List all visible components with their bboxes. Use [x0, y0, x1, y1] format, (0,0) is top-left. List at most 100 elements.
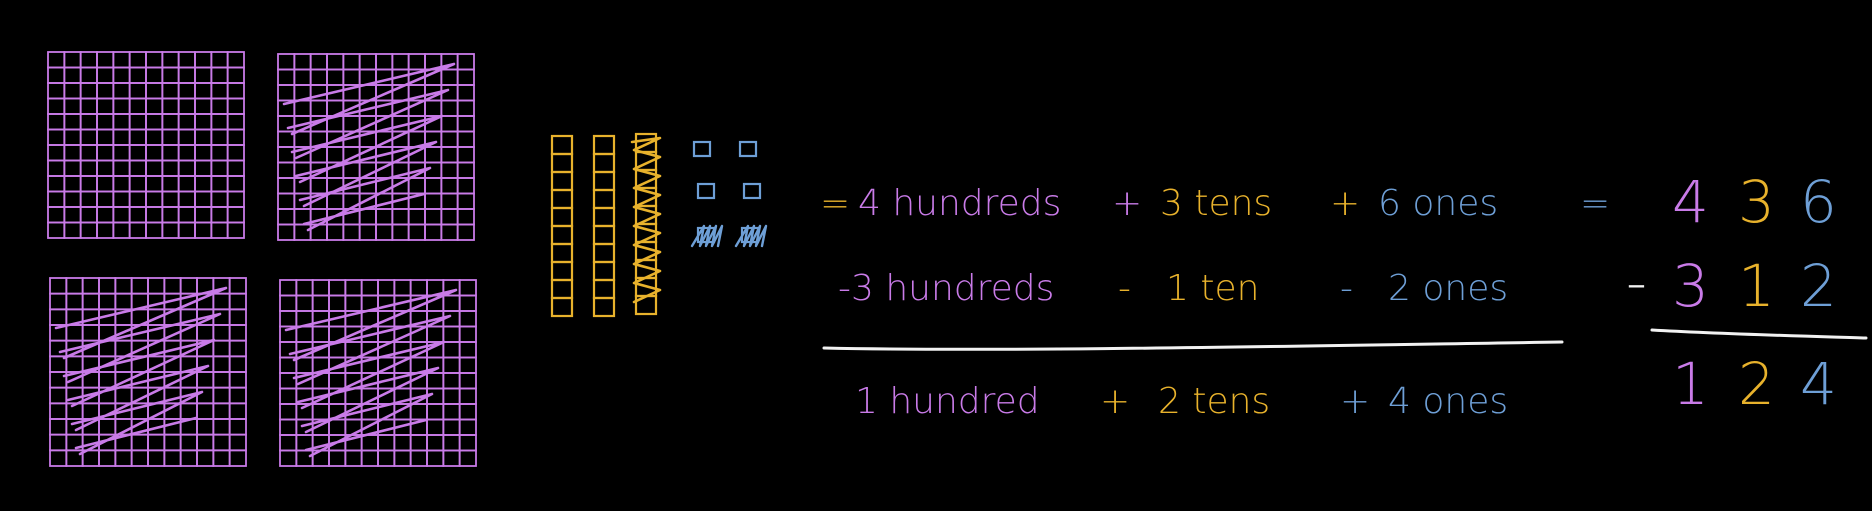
hundreds-grid-cell — [458, 387, 477, 405]
hundreds-grid-cell — [194, 128, 213, 146]
row1-ones: 6 ones — [1378, 183, 1498, 224]
tens-rod-unit — [550, 206, 574, 228]
hundreds-grid-cell — [112, 97, 131, 115]
hundreds-grid-cell — [442, 449, 461, 467]
row1-equals-prefix: = — [820, 183, 850, 224]
hundreds-grid-cell — [458, 356, 477, 374]
hundreds-grid-cell — [456, 53, 475, 71]
hundreds-grid-cell — [63, 221, 82, 239]
hundreds-grid-cell — [426, 403, 445, 421]
hundreds-grid-cell — [65, 355, 84, 373]
ones-cube — [742, 182, 762, 200]
hundreds-grid-cell — [79, 97, 98, 115]
hundreds-grid-cell — [47, 66, 66, 84]
hundreds-grid-cell — [161, 66, 180, 84]
hundreds-grid-cell — [375, 208, 394, 226]
hundreds-grid-cell — [309, 99, 328, 117]
hundreds-grid-cell — [128, 159, 147, 177]
hundreds-grid-cell — [440, 146, 459, 164]
tens-rod-unit — [550, 152, 574, 174]
hundreds-grid-cell — [440, 177, 459, 195]
hundreds-grid-cell — [424, 192, 443, 210]
hundreds-grid-cell — [96, 97, 115, 115]
hundreds-grid-cell — [145, 97, 164, 115]
hundreds-grid-cell — [326, 192, 345, 210]
hundreds-grid-cell — [279, 310, 298, 328]
hundreds-grid-cell — [147, 433, 166, 452]
hundreds-grid-cell — [128, 206, 147, 224]
hundreds-grid-cell — [277, 161, 296, 179]
hundreds-grid-cell — [342, 223, 361, 241]
hundreds-grid-cell — [161, 159, 180, 177]
hundreds-grid-cell — [309, 68, 328, 86]
hundreds-grid-cell — [293, 130, 312, 148]
hundreds-grid-cell — [424, 223, 443, 241]
ones-cross-out-scribble — [734, 224, 768, 248]
hundreds-grid-cell — [145, 82, 164, 100]
hundreds-grid-cell — [456, 161, 475, 179]
hundreds-grid-cell — [442, 387, 461, 405]
top-ones-digit: 6 — [1800, 168, 1837, 236]
hundreds-grid-cell — [47, 221, 66, 239]
hundreds-grid-cell — [177, 97, 196, 115]
hundreds-grid-cell — [328, 279, 347, 297]
hundreds-grid-cell — [393, 434, 412, 452]
hundreds-grid-cell — [226, 113, 245, 131]
hundreds-grid-cell — [212, 339, 231, 358]
hundreds-grid-cell — [391, 223, 410, 241]
tens-rod-unit — [592, 242, 616, 264]
hundreds-grid-cell — [442, 418, 461, 436]
hundreds-grid-cell — [226, 221, 245, 239]
hundreds-grid-cell — [128, 190, 147, 208]
hundreds-grid-cell — [407, 53, 426, 71]
hundreds-grid-cell — [112, 221, 131, 239]
hundreds-grid-cell — [177, 159, 196, 177]
row2-tens: 1 ten — [1166, 268, 1259, 309]
hundreds-grid-cell — [279, 372, 298, 390]
hundreds-grid-cell — [440, 161, 459, 179]
hundreds-grid-cell — [63, 144, 82, 162]
hundreds-grid-cell — [210, 159, 229, 177]
hundreds-grid-cell — [145, 51, 164, 69]
hundreds-grid-cell — [210, 113, 229, 131]
hundreds-grid-cell — [79, 82, 98, 100]
hundreds-cross-out-scribble — [284, 288, 458, 458]
hundreds-grid-cell — [440, 99, 459, 117]
hundreds-grid-cell — [358, 53, 377, 71]
hundreds-grid-cell — [210, 128, 229, 146]
row2-minus-2: - — [1340, 268, 1353, 309]
hundreds-grid-cell — [279, 403, 298, 421]
hundreds-grid-cell — [442, 372, 461, 390]
hundreds-grid-cell — [96, 144, 115, 162]
hundreds-grid-cell — [112, 206, 131, 224]
hundreds-grid-cell — [112, 159, 131, 177]
expanded-row-2: -3 hundreds - 1 ten - 2 ones — [838, 268, 1508, 309]
hundreds-grid-cell — [458, 310, 477, 328]
tens-rod-unit — [550, 170, 574, 192]
ones-cross-out-scribble — [690, 224, 724, 248]
hundreds-grid-cell — [295, 325, 314, 343]
hundreds-grid-cell — [79, 144, 98, 162]
hundreds-blocks — [47, 51, 477, 467]
hundreds-grid-cell — [96, 206, 115, 224]
hundreds-grid-cell — [212, 449, 231, 467]
hundreds-grid-cell — [63, 82, 82, 100]
hundreds-grid-cell — [79, 221, 98, 239]
hundreds-grid-cell — [277, 84, 296, 102]
hundreds-grid-cell — [63, 51, 82, 69]
hundreds-grid-cell — [145, 144, 164, 162]
hundreds-grid-cell — [210, 144, 229, 162]
hundreds-grid-cell — [177, 82, 196, 100]
hundreds-cross-out-scribble — [54, 286, 228, 456]
hundreds-grid-cell — [96, 66, 115, 84]
hundreds-grid-cell — [458, 341, 477, 359]
standard-sum-line — [1650, 328, 1868, 340]
hundreds-grid-cell — [226, 66, 245, 84]
hundreds-grid-cell — [344, 294, 363, 312]
bottom-tens-digit: 1 — [1738, 252, 1775, 320]
hundreds-grid-cell — [279, 341, 298, 359]
tens-rod-unit — [550, 278, 574, 300]
hundreds-grid-cell — [228, 339, 247, 358]
hundreds-grid-cell — [326, 146, 345, 164]
hundreds-grid-cell — [177, 51, 196, 69]
